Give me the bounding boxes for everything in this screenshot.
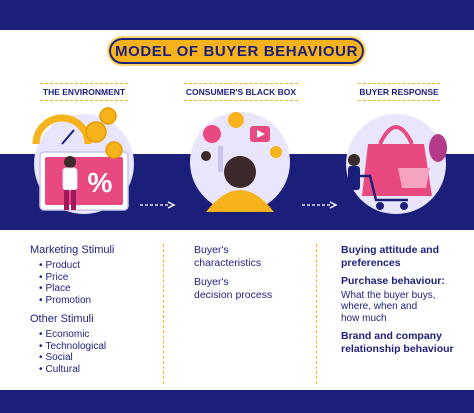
person-leg [64, 190, 69, 210]
person-body [62, 167, 78, 191]
purchase-behaviour-detail: What the buyer buys, [341, 289, 436, 301]
section-label-response: BUYER RESPONSE [358, 83, 440, 101]
coin-icon [105, 141, 123, 159]
purchase-behaviour-detail: how much [341, 312, 387, 324]
bottom-band [0, 390, 474, 413]
buying-attitude-text: Buying attitude and [341, 244, 439, 256]
column-divider [316, 244, 317, 384]
person-leg [71, 190, 76, 210]
lightbulb-icon [228, 112, 244, 128]
coin-icon [85, 121, 107, 143]
buyer-decision-text: decision process [194, 288, 273, 301]
environment-column: Marketing Stimuli Product Price Place Pr… [30, 244, 158, 375]
top-band [0, 0, 474, 30]
diagram-title: MODEL OF BUYER BEHAVIOUR [114, 42, 359, 60]
person-shoulders [206, 190, 274, 212]
buying-attitude-text: preferences [341, 256, 401, 269]
other-stimulus-item: Social [30, 352, 158, 364]
purchase-behaviour-detail: where, when and [341, 301, 418, 312]
marketing-stimulus-item: Product [30, 260, 158, 272]
buyer-characteristics-text: characteristics [194, 256, 262, 269]
marketing-stimulus-item: Place [30, 283, 158, 295]
cart-wheel [400, 202, 408, 210]
price-tag-icon [398, 168, 430, 188]
bag-handle [378, 125, 414, 145]
other-stimulus-item: Cultural [30, 364, 158, 376]
play-triangle [257, 130, 265, 138]
arrow-right-icon [302, 201, 338, 209]
person-head [64, 156, 76, 168]
purchase-behaviour-heading: Purchase behaviour: [341, 275, 445, 287]
marketing-stimulus-item: Price [30, 272, 158, 284]
shopping-cart-icon [356, 174, 408, 202]
coin-icon [99, 107, 117, 125]
section-label-black-box: CONSUMER'S BLACK BOX [184, 83, 298, 101]
marketing-stimuli-heading: Marketing Stimuli [30, 244, 115, 256]
brand-relationship-text: relationship behaviour [341, 342, 454, 355]
shopper-head [348, 154, 360, 166]
response-column: Buying attitude and preferences Purchase… [341, 244, 471, 355]
other-stimulus-item: Economic [30, 329, 158, 341]
buyer-decision-text: Buyer's [194, 276, 229, 288]
column-divider [163, 244, 164, 384]
ladder-icon [218, 146, 223, 172]
black-box-column: Buyer's characteristics Buyer's decision… [194, 244, 304, 301]
arrow-right-icon [140, 201, 176, 209]
other-stimuli-heading: Other Stimuli [30, 313, 94, 325]
person-head-icon [224, 156, 256, 188]
percent-icon: % [88, 167, 113, 198]
gauge-needle [61, 129, 75, 145]
buyer-characteristics-text: Buyer's [194, 244, 229, 256]
cart-wheel [376, 202, 384, 210]
environment-illustration: % [32, 107, 134, 214]
small-person-icon [201, 151, 211, 161]
shopper-body [348, 166, 360, 190]
response-illustration [346, 114, 447, 214]
brand-relationship-text: Brand and company [341, 330, 442, 342]
marketing-stimulus-item: Promotion [30, 295, 158, 307]
plant-leaf-icon [429, 134, 447, 162]
section-label-environment: THE ENVIRONMENT [40, 83, 128, 101]
other-stimulus-item: Technological [30, 341, 158, 353]
diagram-title-pill: MODEL OF BUYER BEHAVIOUR [107, 36, 366, 66]
black-box-illustration [190, 112, 290, 212]
idea-icon [203, 125, 221, 143]
gear-icon [270, 146, 282, 158]
